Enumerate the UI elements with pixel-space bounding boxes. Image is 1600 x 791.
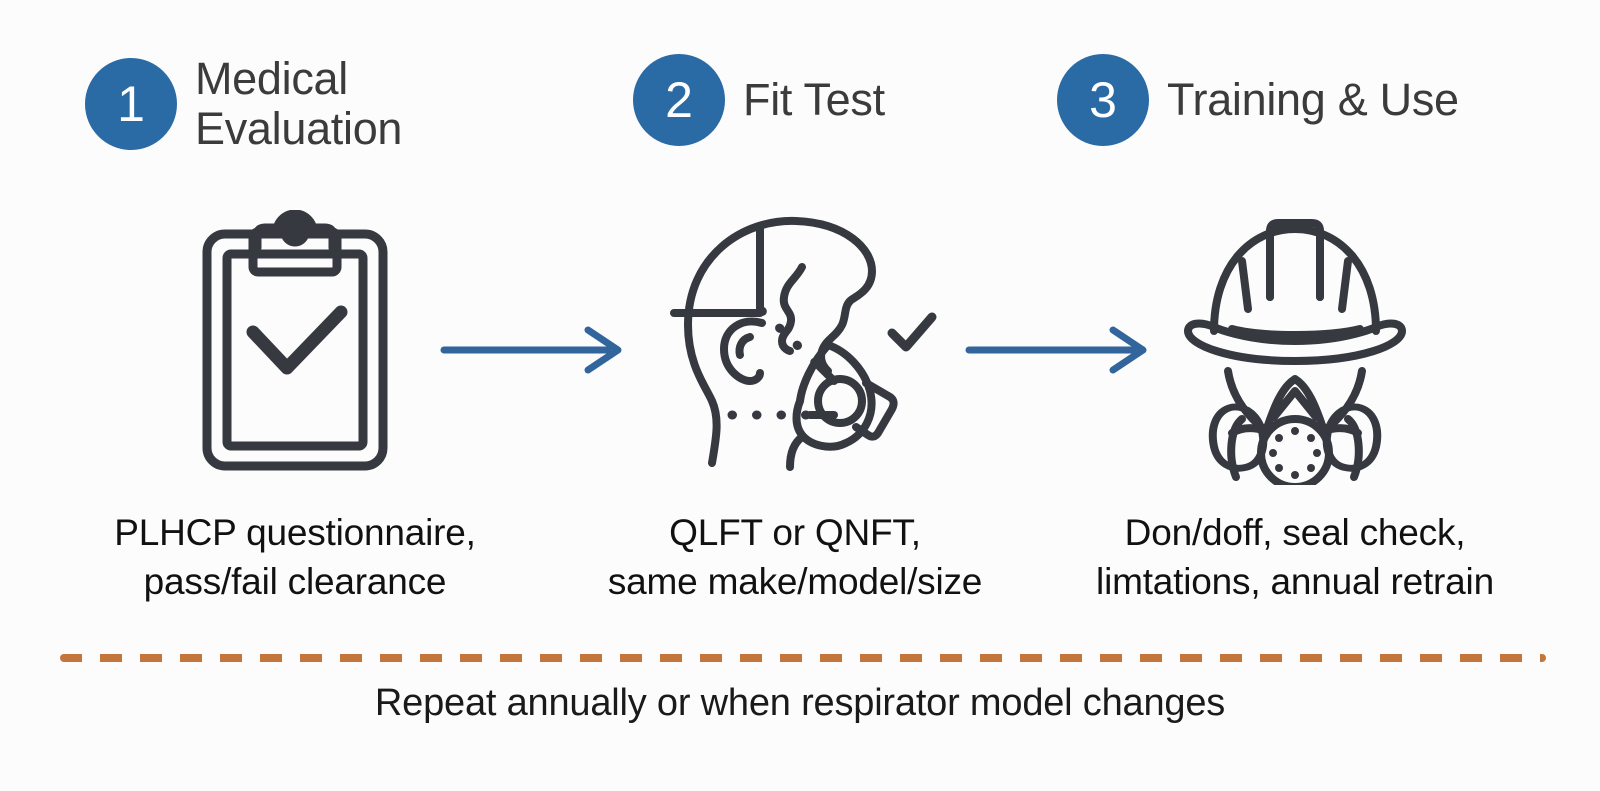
step-caption-3: Don/doff, seal check, limtations, annual… bbox=[1096, 512, 1494, 603]
step-number-badge-2: 2 bbox=[633, 54, 725, 146]
step-number-badge-1: 1 bbox=[85, 58, 177, 151]
step-title-3: Training & Use bbox=[1167, 73, 1459, 125]
step-card-1: 1 Medical Evaluation PLHCP questionnaire… bbox=[60, 0, 530, 640]
arrow-step1-to-step2 bbox=[440, 324, 630, 381]
step-number-badge-3: 3 bbox=[1057, 54, 1149, 146]
hardhat-respirator-icon bbox=[1045, 200, 1545, 490]
step-caption-2: QLFT or QNFT, same make/model/size bbox=[607, 512, 983, 603]
dashed-divider bbox=[60, 654, 1546, 662]
step-title-2: Fit Test bbox=[743, 73, 885, 125]
step-header-3: 3 Training & Use bbox=[1057, 54, 1459, 146]
respirator-fit-test-icon bbox=[560, 200, 1030, 490]
step-card-3: 3 Training & Use bbox=[1045, 0, 1545, 640]
footer-note: Repeat annually or when respirator model… bbox=[374, 682, 1226, 724]
step-card-2: 2 Fit Test bbox=[560, 0, 1030, 640]
step-caption-1: PLHCP questionnaire, pass/fail clearance bbox=[114, 512, 476, 603]
arrow-step2-to-step3 bbox=[965, 324, 1155, 381]
clipboard-check-icon bbox=[60, 200, 530, 490]
step-header-1: 1 Medical Evaluation bbox=[85, 53, 403, 155]
step-header-2: 2 Fit Test bbox=[633, 54, 885, 146]
step-title-1: Medical Evaluation bbox=[195, 53, 403, 155]
